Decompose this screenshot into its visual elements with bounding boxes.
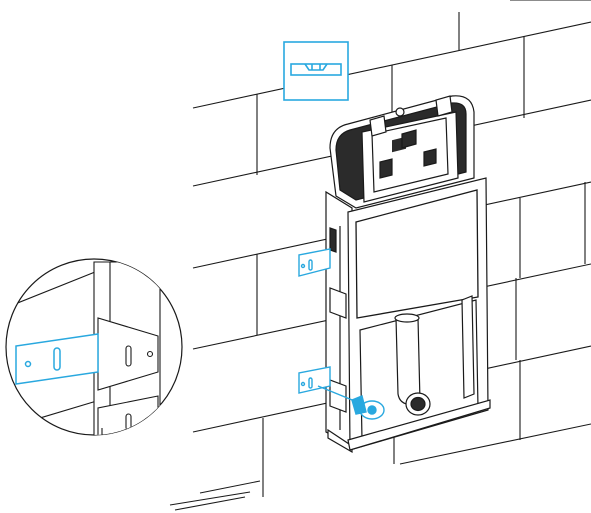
wall-bracket-icon <box>298 248 331 277</box>
detail-magnifier <box>5 258 183 436</box>
detail-wall-bracket-icon <box>15 333 99 385</box>
floor-line <box>169 491 251 506</box>
wall-bracket-lower-icon <box>298 366 331 394</box>
screw-icon <box>317 385 385 420</box>
wc-frame <box>325 95 491 454</box>
spirit-level-icon <box>283 41 349 101</box>
